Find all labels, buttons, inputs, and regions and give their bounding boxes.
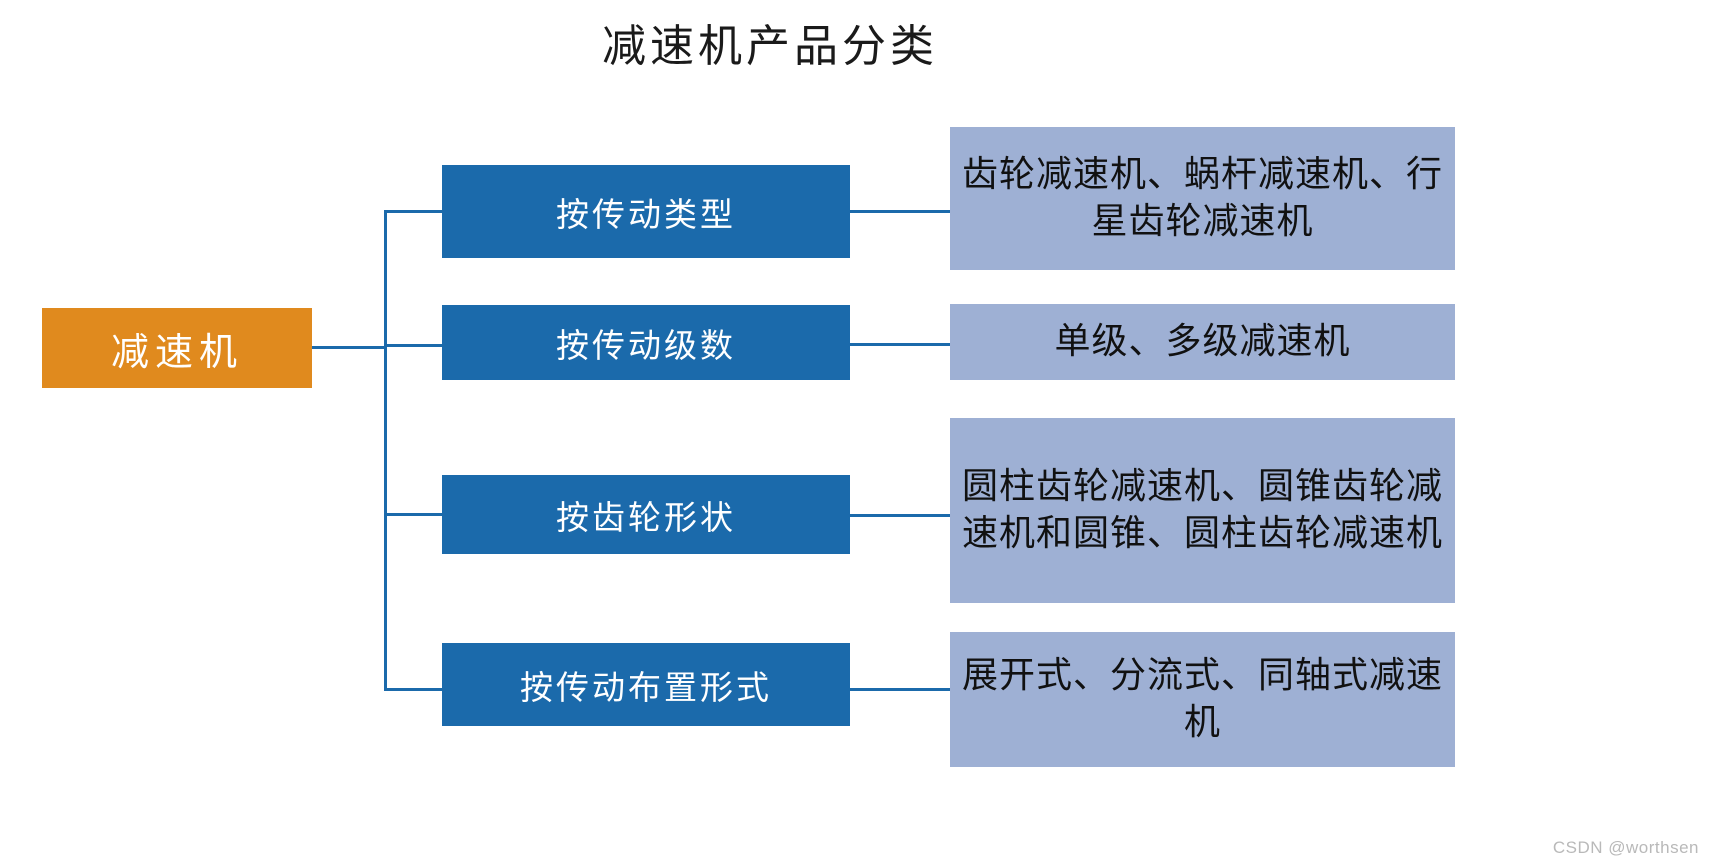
category-node-transmission-layout[interactable]: 按传动布置形式 <box>442 643 850 726</box>
detail-node-label: 展开式、分流式、同轴式减速机 <box>961 655 1443 743</box>
category-node-label: 按齿轮形状 <box>556 497 736 537</box>
watermark: CSDN @worthsen <box>1552 838 1699 857</box>
connector-category-4-to-detail-4 <box>848 688 952 691</box>
connector-category-2-to-detail-2 <box>848 343 952 346</box>
connector-root-to-spine <box>312 346 386 349</box>
category-node-gear-shape[interactable]: 按齿轮形状 <box>442 475 850 554</box>
root-node-reducer[interactable]: 减速机 <box>42 308 312 388</box>
category-node-label: 按传动类型 <box>556 194 736 234</box>
detail-node-transmission-stages[interactable]: 单级、多级减速机 <box>950 304 1455 380</box>
detail-node-transmission-type[interactable]: 齿轮减速机、蜗杆减速机、行星齿轮减速机 <box>950 127 1455 270</box>
connector-category-1-to-detail-1 <box>848 210 952 213</box>
detail-node-transmission-layout[interactable]: 展开式、分流式、同轴式减速机 <box>950 632 1455 767</box>
connector-spine-to-category-1 <box>384 210 444 213</box>
detail-node-label: 圆柱齿轮减速机、圆锥齿轮减速机和圆锥、圆柱齿轮减速机 <box>961 466 1443 554</box>
connector-spine-to-category-3 <box>384 513 444 516</box>
category-node-transmission-type[interactable]: 按传动类型 <box>442 165 850 258</box>
detail-node-label: 齿轮减速机、蜗杆减速机、行星齿轮减速机 <box>961 154 1443 242</box>
detail-node-gear-shape[interactable]: 圆柱齿轮减速机、圆锥齿轮减速机和圆锥、圆柱齿轮减速机 <box>950 418 1455 603</box>
category-node-transmission-stages[interactable]: 按传动级数 <box>442 305 850 380</box>
category-node-label: 按传动级数 <box>556 325 736 365</box>
connector-category-3-to-detail-3 <box>848 514 952 517</box>
root-node-label: 减速机 <box>110 329 243 374</box>
connector-vertical-spine <box>384 210 387 690</box>
category-node-label: 按传动布置形式 <box>520 667 772 707</box>
connector-spine-to-category-2 <box>384 344 444 347</box>
page-title: 减速机产品分类 <box>602 21 938 72</box>
detail-node-label: 单级、多级减速机 <box>1054 320 1351 362</box>
connector-spine-to-category-4 <box>384 688 444 691</box>
